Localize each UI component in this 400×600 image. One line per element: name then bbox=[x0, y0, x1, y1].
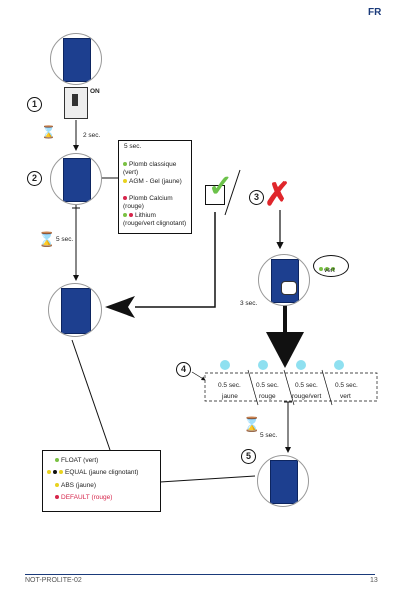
step-number-2: 2 bbox=[27, 171, 42, 186]
row4-label: vert bbox=[340, 393, 351, 400]
footer-rule bbox=[25, 574, 375, 575]
row4-time: 0.5 sec. bbox=[218, 382, 241, 389]
device-image-step2 bbox=[50, 153, 102, 205]
row4-label: jaune bbox=[222, 393, 238, 400]
bubble-label: vert bbox=[324, 267, 335, 274]
step-number-4: 4 bbox=[176, 362, 191, 377]
timer-5sec: 5 sec. bbox=[56, 236, 74, 243]
cross-icon: ✗ bbox=[264, 176, 291, 212]
mode-item: AGM - Gel (jaune) bbox=[123, 178, 189, 186]
device-image-result bbox=[48, 283, 102, 337]
state-item: EQUAL (jaune clignotant) bbox=[47, 469, 138, 477]
charge-state-box: FLOAT (vert) EQUAL (jaune clignotant) AB… bbox=[42, 450, 161, 512]
led-bubble: vert bbox=[313, 255, 349, 277]
battery-mode-box: 5 sec. Plomb classique (vert) AGM - Gel … bbox=[118, 140, 192, 234]
check-icon: ✓ bbox=[208, 170, 234, 203]
row4-time: 0.5 sec. bbox=[335, 382, 358, 389]
step-number-3: 3 bbox=[249, 190, 264, 205]
checkbox-icon bbox=[205, 185, 225, 205]
mode-item: Lithium (rouge/vert clignotant) bbox=[123, 212, 187, 227]
device-image-top bbox=[50, 33, 102, 85]
timer-2sec: 2 sec. bbox=[83, 132, 101, 139]
mode-item: Plomb Calcium (rouge) bbox=[123, 195, 173, 210]
hand-icon bbox=[281, 281, 297, 295]
timer-3sec: 3 sec. bbox=[240, 300, 258, 307]
row4-label: rouge bbox=[259, 393, 276, 400]
switch-on-label: ON bbox=[90, 88, 100, 95]
hourglass-icon: ⌛ bbox=[38, 231, 56, 247]
footer-doc: NOT-PROLITE-02 bbox=[25, 577, 82, 584]
state-item: ABS (jaune) bbox=[55, 482, 96, 490]
language-label: FR bbox=[368, 7, 382, 18]
device-image-step3 bbox=[258, 254, 310, 306]
state-item: FLOAT (vert) bbox=[55, 457, 98, 465]
page-number: 13 bbox=[370, 577, 378, 584]
mode-item: Plomb classique (vert) bbox=[123, 161, 177, 176]
state-item: DEFAULT (rouge) bbox=[55, 494, 112, 502]
breaker-switch-icon bbox=[64, 87, 88, 119]
row4-time: 0.5 sec. bbox=[256, 382, 279, 389]
step-number-5: 5 bbox=[241, 449, 256, 464]
row4-label: rouge/vert bbox=[292, 393, 322, 400]
hourglass-icon: ⌛ bbox=[41, 125, 56, 139]
row4-time: 0.5 sec. bbox=[295, 382, 318, 389]
mode-duration: 5 sec. bbox=[124, 143, 142, 150]
device-image-step5 bbox=[257, 455, 309, 507]
hourglass-icon: ⌛ bbox=[243, 416, 261, 432]
timer-5sec-b: 5 sec. bbox=[260, 432, 278, 439]
step-number-1: 1 bbox=[27, 97, 42, 112]
